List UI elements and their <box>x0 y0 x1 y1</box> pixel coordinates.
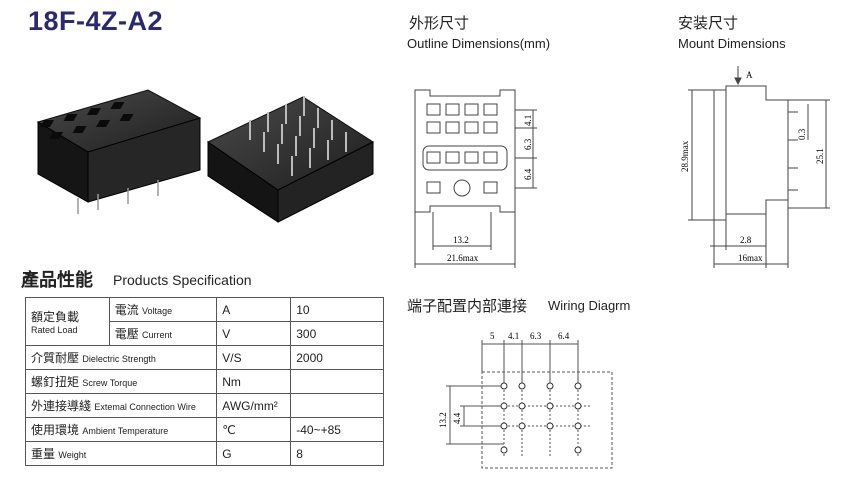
wiring-dim-4-4: 4.4 <box>452 412 462 424</box>
mount-dim-28-9: 28.9max <box>680 140 690 172</box>
spec-label: 重量 Weight <box>24 441 218 466</box>
label-cn: 電流 <box>114 303 139 317</box>
spec-value: 8 <box>290 441 384 466</box>
mount-dim-2-8: 2.8 <box>740 235 752 245</box>
spec-title-cn: 產品性能 <box>21 270 93 291</box>
label-cn: 外連接導綫 <box>31 399 92 413</box>
wiring-title-cn: 端子配置内部連接 <box>407 297 528 315</box>
spec-unit: V/S <box>216 345 292 370</box>
mount-dim-0-3: 0.3 <box>797 128 807 140</box>
socket-front-view <box>36 89 202 214</box>
product-photo <box>36 89 375 223</box>
outline-dim-6-3: 6.3 <box>523 138 533 150</box>
spec-label: 電壓 Current <box>108 321 218 346</box>
label-en: Screw Torque <box>82 378 138 388</box>
wiring-diagram: 5 4.1 6.3 6.4 13.2 4.4 <box>438 331 613 469</box>
spec-value: -40~+85 <box>290 417 384 442</box>
mount-dim-16: 16max <box>738 253 763 263</box>
label-en: Voltage <box>142 306 173 316</box>
spec-label: 螺釘扭矩 Screw Torque <box>24 369 218 394</box>
mount-arrow-label: A <box>746 70 753 80</box>
outline-dim-21-6: 21.6max <box>447 253 479 263</box>
rated-load-en: Rated Load <box>31 325 78 335</box>
wiring-dim-13-2: 13.2 <box>438 412 448 428</box>
spec-label: 使用環境 Ambient Temperature <box>24 417 218 442</box>
spec-title-en: Products Specification <box>113 272 252 288</box>
label-cn: 介質耐壓 <box>31 351 80 365</box>
label-cn: 螺釘扭矩 <box>31 375 80 389</box>
label-en: Dielectric Strength <box>82 354 156 364</box>
spec-unit: Nm <box>216 369 292 394</box>
mount-dim-25-1: 25.1 <box>815 148 825 164</box>
spec-value <box>290 393 384 418</box>
rated-load-cn: 額定負載 <box>31 310 80 324</box>
outline-title-en: Outline Dimensions(mm) <box>407 36 551 51</box>
outline-title-cn: 外形尺寸 <box>409 14 470 32</box>
spec-table: 額定負載 Rated Load 電流 Voltage A 10 電壓 Curre… <box>24 297 384 466</box>
outline-dim-4-1: 4.1 <box>523 115 533 126</box>
table-row: 外連接導綫 Extemal Connection Wire AWG/mm² <box>24 393 384 418</box>
table-row: 使用環境 Ambient Temperature ℃ -40~+85 <box>24 417 384 442</box>
table-row: 額定負載 Rated Load 電流 Voltage A 10 <box>25 297 384 346</box>
label-cn: 使用環境 <box>31 423 80 437</box>
wiring-title-en: Wiring Diagrm <box>548 298 631 313</box>
spec-value: 2000 <box>290 345 384 370</box>
outline-drawing: 4.1 6.3 6.4 13.2 21.6max <box>414 89 537 268</box>
mount-title-en: Mount Dimensions <box>678 36 786 51</box>
spec-unit: ℃ <box>216 417 292 442</box>
spec-value: 300 <box>290 321 384 346</box>
outline-dim-13-2: 13.2 <box>453 235 469 245</box>
table-row: 重量 Weight G 8 <box>24 441 384 466</box>
wiring-dim-6-4: 6.4 <box>558 331 570 341</box>
spec-unit: G <box>216 441 292 466</box>
spec-label: 介質耐壓 Dielectric Strength <box>24 345 218 370</box>
label-en: Ambient Temperature <box>82 426 169 436</box>
label-en: Weight <box>58 450 87 460</box>
spec-unit: AWG/mm² <box>216 393 292 418</box>
table-row: 螺釘扭矩 Screw Torque Nm <box>24 369 384 394</box>
label-cn: 電壓 <box>114 327 139 341</box>
mount-title-cn: 安装尺寸 <box>678 14 739 32</box>
spec-label: 電流 Voltage <box>108 297 218 322</box>
table-row: 電壓 Current V 300 <box>26 321 384 346</box>
table-row: 介質耐壓 Dielectric Strength V/S 2000 <box>24 345 384 370</box>
label-en: Extemal Connection Wire <box>94 402 196 412</box>
label-en: Current <box>142 330 173 340</box>
wiring-dim-4-1: 4.1 <box>508 331 519 341</box>
rated-load-cell: 額定負載 Rated Load <box>25 297 110 346</box>
spec-label: 外連接導綫 Extemal Connection Wire <box>24 393 218 418</box>
spec-unit: A <box>216 297 292 322</box>
outline-dim-6-4: 6.4 <box>523 168 533 180</box>
wiring-dim-5: 5 <box>490 331 495 341</box>
spec-value: 10 <box>290 297 384 322</box>
product-model-title: 18F-4Z-A2 <box>28 6 164 36</box>
spec-value <box>290 369 384 394</box>
wiring-dim-6-3: 6.3 <box>530 331 542 341</box>
label-cn: 重量 <box>31 447 56 461</box>
spec-unit: V <box>216 321 292 346</box>
socket-rear-view <box>206 96 375 223</box>
mount-drawing: A 28.9max 0.3 25.1 2.8 16max <box>680 66 830 268</box>
